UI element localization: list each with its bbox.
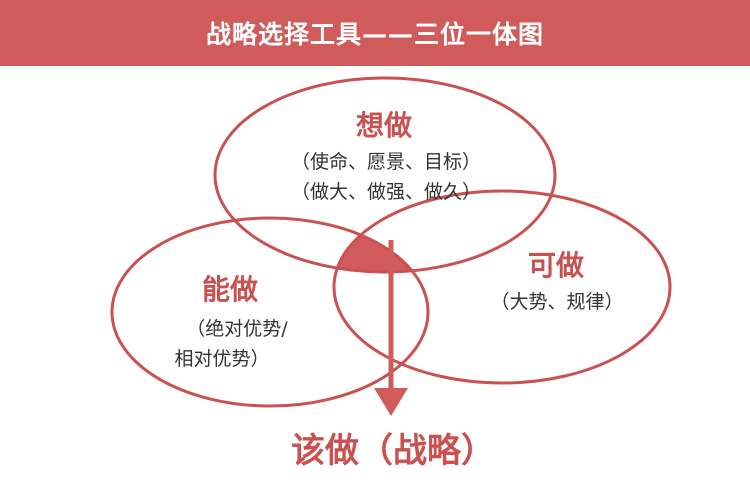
page-title: 战略选择工具——三位一体图 <box>205 20 544 49</box>
circle-desc-may: （大势、规律） <box>490 291 624 313</box>
circle-desc-can-line2: 相对优势） <box>174 348 270 370</box>
circle-desc-can-line1: （绝对优势/ <box>186 318 288 340</box>
circle-desc-want-line2: （做大、做强、做久） <box>290 181 482 203</box>
circle-title-may: 可做 <box>527 249 585 282</box>
circle-may <box>332 189 672 385</box>
arrow-head <box>374 388 408 416</box>
header-banner: 战略选择工具——三位一体图 <box>0 0 750 66</box>
circle-title-want: 想做 <box>355 109 413 142</box>
circle-can <box>110 216 430 408</box>
result-label: 该做（战略） <box>291 431 495 471</box>
circle-desc-want-line1: （使命、愿景、目标） <box>290 151 482 173</box>
circle-title-can: 能做 <box>201 273 259 306</box>
circle-want <box>213 76 557 274</box>
